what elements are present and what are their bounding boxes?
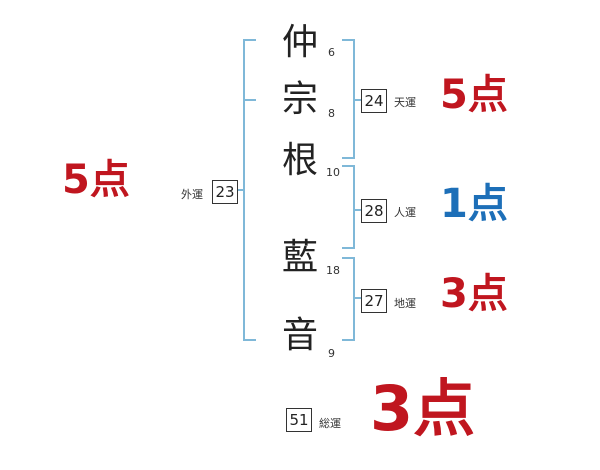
soukaku-label: 総運 <box>319 417 341 430</box>
stroke-count-4: 18 <box>326 264 340 277</box>
stroke-count-3: 10 <box>326 166 340 179</box>
gaikaku-label: 外運 <box>181 188 203 201</box>
stroke-count-2: 8 <box>328 107 335 120</box>
tenkaku-score: 5点 <box>440 72 508 118</box>
tenkaku-label: 天運 <box>394 96 416 109</box>
chikaku-score: 3点 <box>440 271 508 317</box>
tenkaku-value-box: 24 <box>361 89 387 113</box>
jinkaku-score: 1点 <box>440 181 508 227</box>
soukaku-score: 3点 <box>370 372 476 445</box>
name-char-3: 根 <box>282 140 319 181</box>
gaikaku-value-box: 23 <box>212 180 238 204</box>
soukaku-value-box: 51 <box>286 408 312 432</box>
chikaku-label: 地運 <box>394 297 416 310</box>
jinkaku-value-box: 28 <box>361 199 387 223</box>
jinkaku-label: 人運 <box>394 206 416 219</box>
name-char-5: 音 <box>282 315 319 356</box>
name-char-4: 藍 <box>282 237 319 278</box>
chikaku-value-box: 27 <box>361 289 387 313</box>
stroke-count-5: 9 <box>328 347 335 360</box>
name-char-1: 仲 <box>282 22 319 63</box>
name-char-2: 宗 <box>282 79 319 120</box>
stroke-count-1: 6 <box>328 46 335 59</box>
gaikaku-score: 5点 <box>62 157 130 203</box>
